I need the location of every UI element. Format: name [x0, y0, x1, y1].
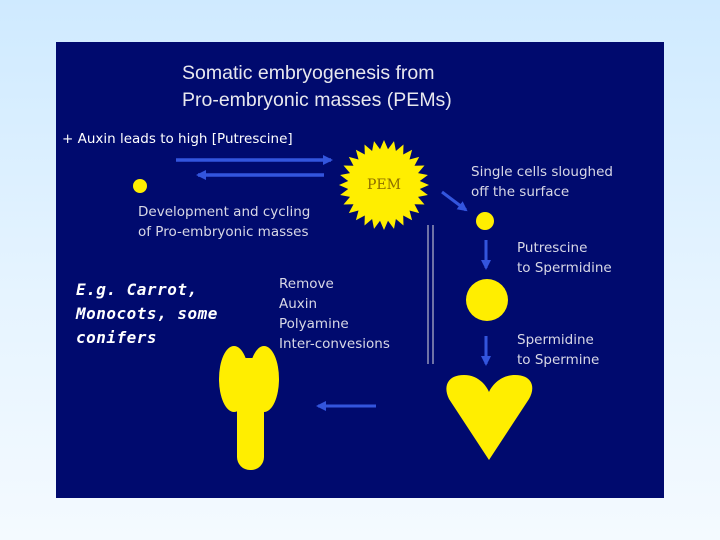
single-cells-label: Single cells sloughed off the surface	[471, 164, 613, 200]
slide-title: Somatic embryogenesis from Pro-embryonic…	[182, 62, 452, 111]
putrescine-label: Putrescine to Spermidine	[517, 240, 612, 276]
slide-panel: Somatic embryogenesis from Pro-embryonic…	[56, 42, 664, 498]
spermidine-label: Spermidine to Spermine	[517, 332, 600, 368]
single-cell-dot	[476, 212, 494, 230]
process-diagram	[133, 140, 533, 470]
slough-arrow	[441, 190, 468, 212]
auxin-label: + Auxin leads to high [Putrescine]	[62, 131, 293, 147]
pem-label: PEM	[367, 177, 401, 193]
remove-auxin-label: Remove Auxin Polyamine Inter-convesions	[279, 276, 390, 352]
pem-sun-shape	[339, 140, 429, 230]
heart-embryo	[446, 375, 533, 460]
small-cell-dot	[133, 179, 147, 193]
development-label: Development and cycling of Pro-embryonic…	[138, 204, 311, 240]
torpedo-embryo	[219, 346, 279, 470]
example-species-label: E.g. Carrot, Monocots, some conifers	[76, 280, 218, 347]
globular-embryo	[466, 279, 508, 321]
